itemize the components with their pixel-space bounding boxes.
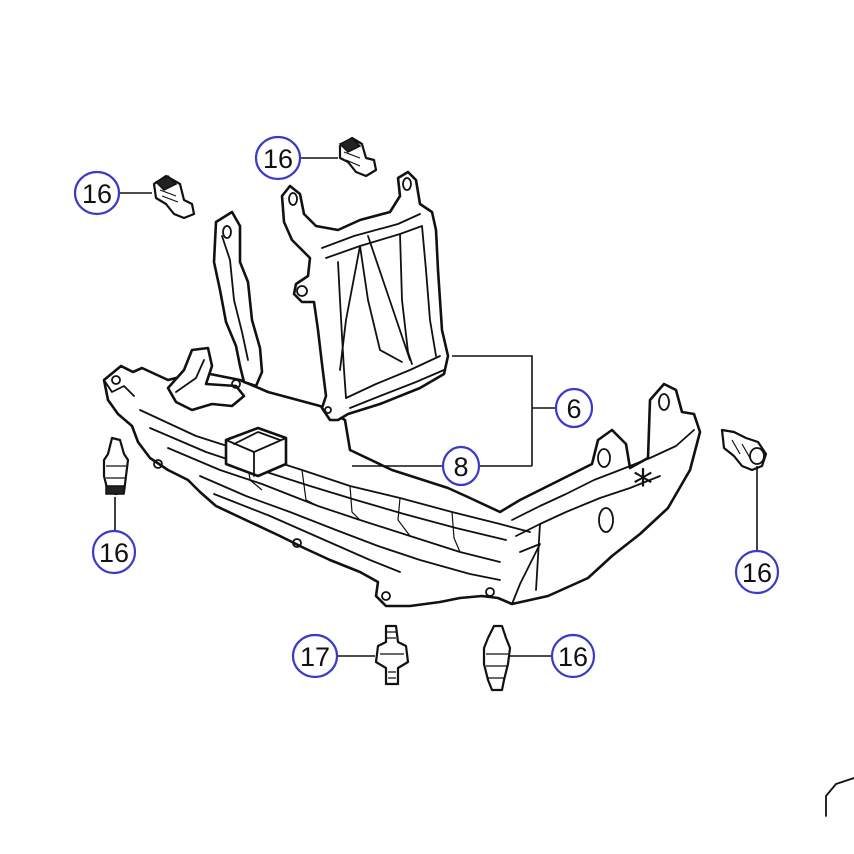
upper-deflector	[280, 170, 450, 422]
corner-fragment	[825, 777, 854, 817]
callout-16-top-left: 16	[73, 170, 121, 216]
callout-label: 6	[566, 394, 581, 424]
clip-16-top-middle	[338, 136, 378, 178]
clip-16-left	[102, 436, 130, 496]
bolt-17	[374, 624, 410, 686]
callout-label: 17	[300, 642, 330, 672]
callout-17: 17	[291, 633, 339, 679]
clip-16-bottom	[482, 624, 512, 692]
undercover-panel	[102, 364, 702, 608]
callout-8: 8	[441, 445, 481, 487]
clip-16-right	[720, 428, 768, 472]
callout-label: 16	[99, 538, 129, 568]
callout-16-right: 16	[734, 549, 780, 595]
left-bracket	[166, 210, 264, 412]
asterisk-mark: *	[633, 462, 653, 508]
callout-label: 16	[263, 144, 293, 174]
callout-label: 16	[742, 558, 772, 588]
callout-16-left: 16	[91, 529, 137, 575]
callout-label: 16	[558, 642, 588, 672]
callout-label: 8	[453, 452, 468, 482]
callout-16-bottom: 16	[550, 633, 596, 679]
callout-6: 6	[554, 387, 594, 429]
callout-16-top-middle: 16	[254, 135, 302, 181]
callout-label: 16	[82, 179, 112, 209]
clip-16-top-left	[152, 174, 196, 220]
leader-lines	[114, 157, 758, 657]
